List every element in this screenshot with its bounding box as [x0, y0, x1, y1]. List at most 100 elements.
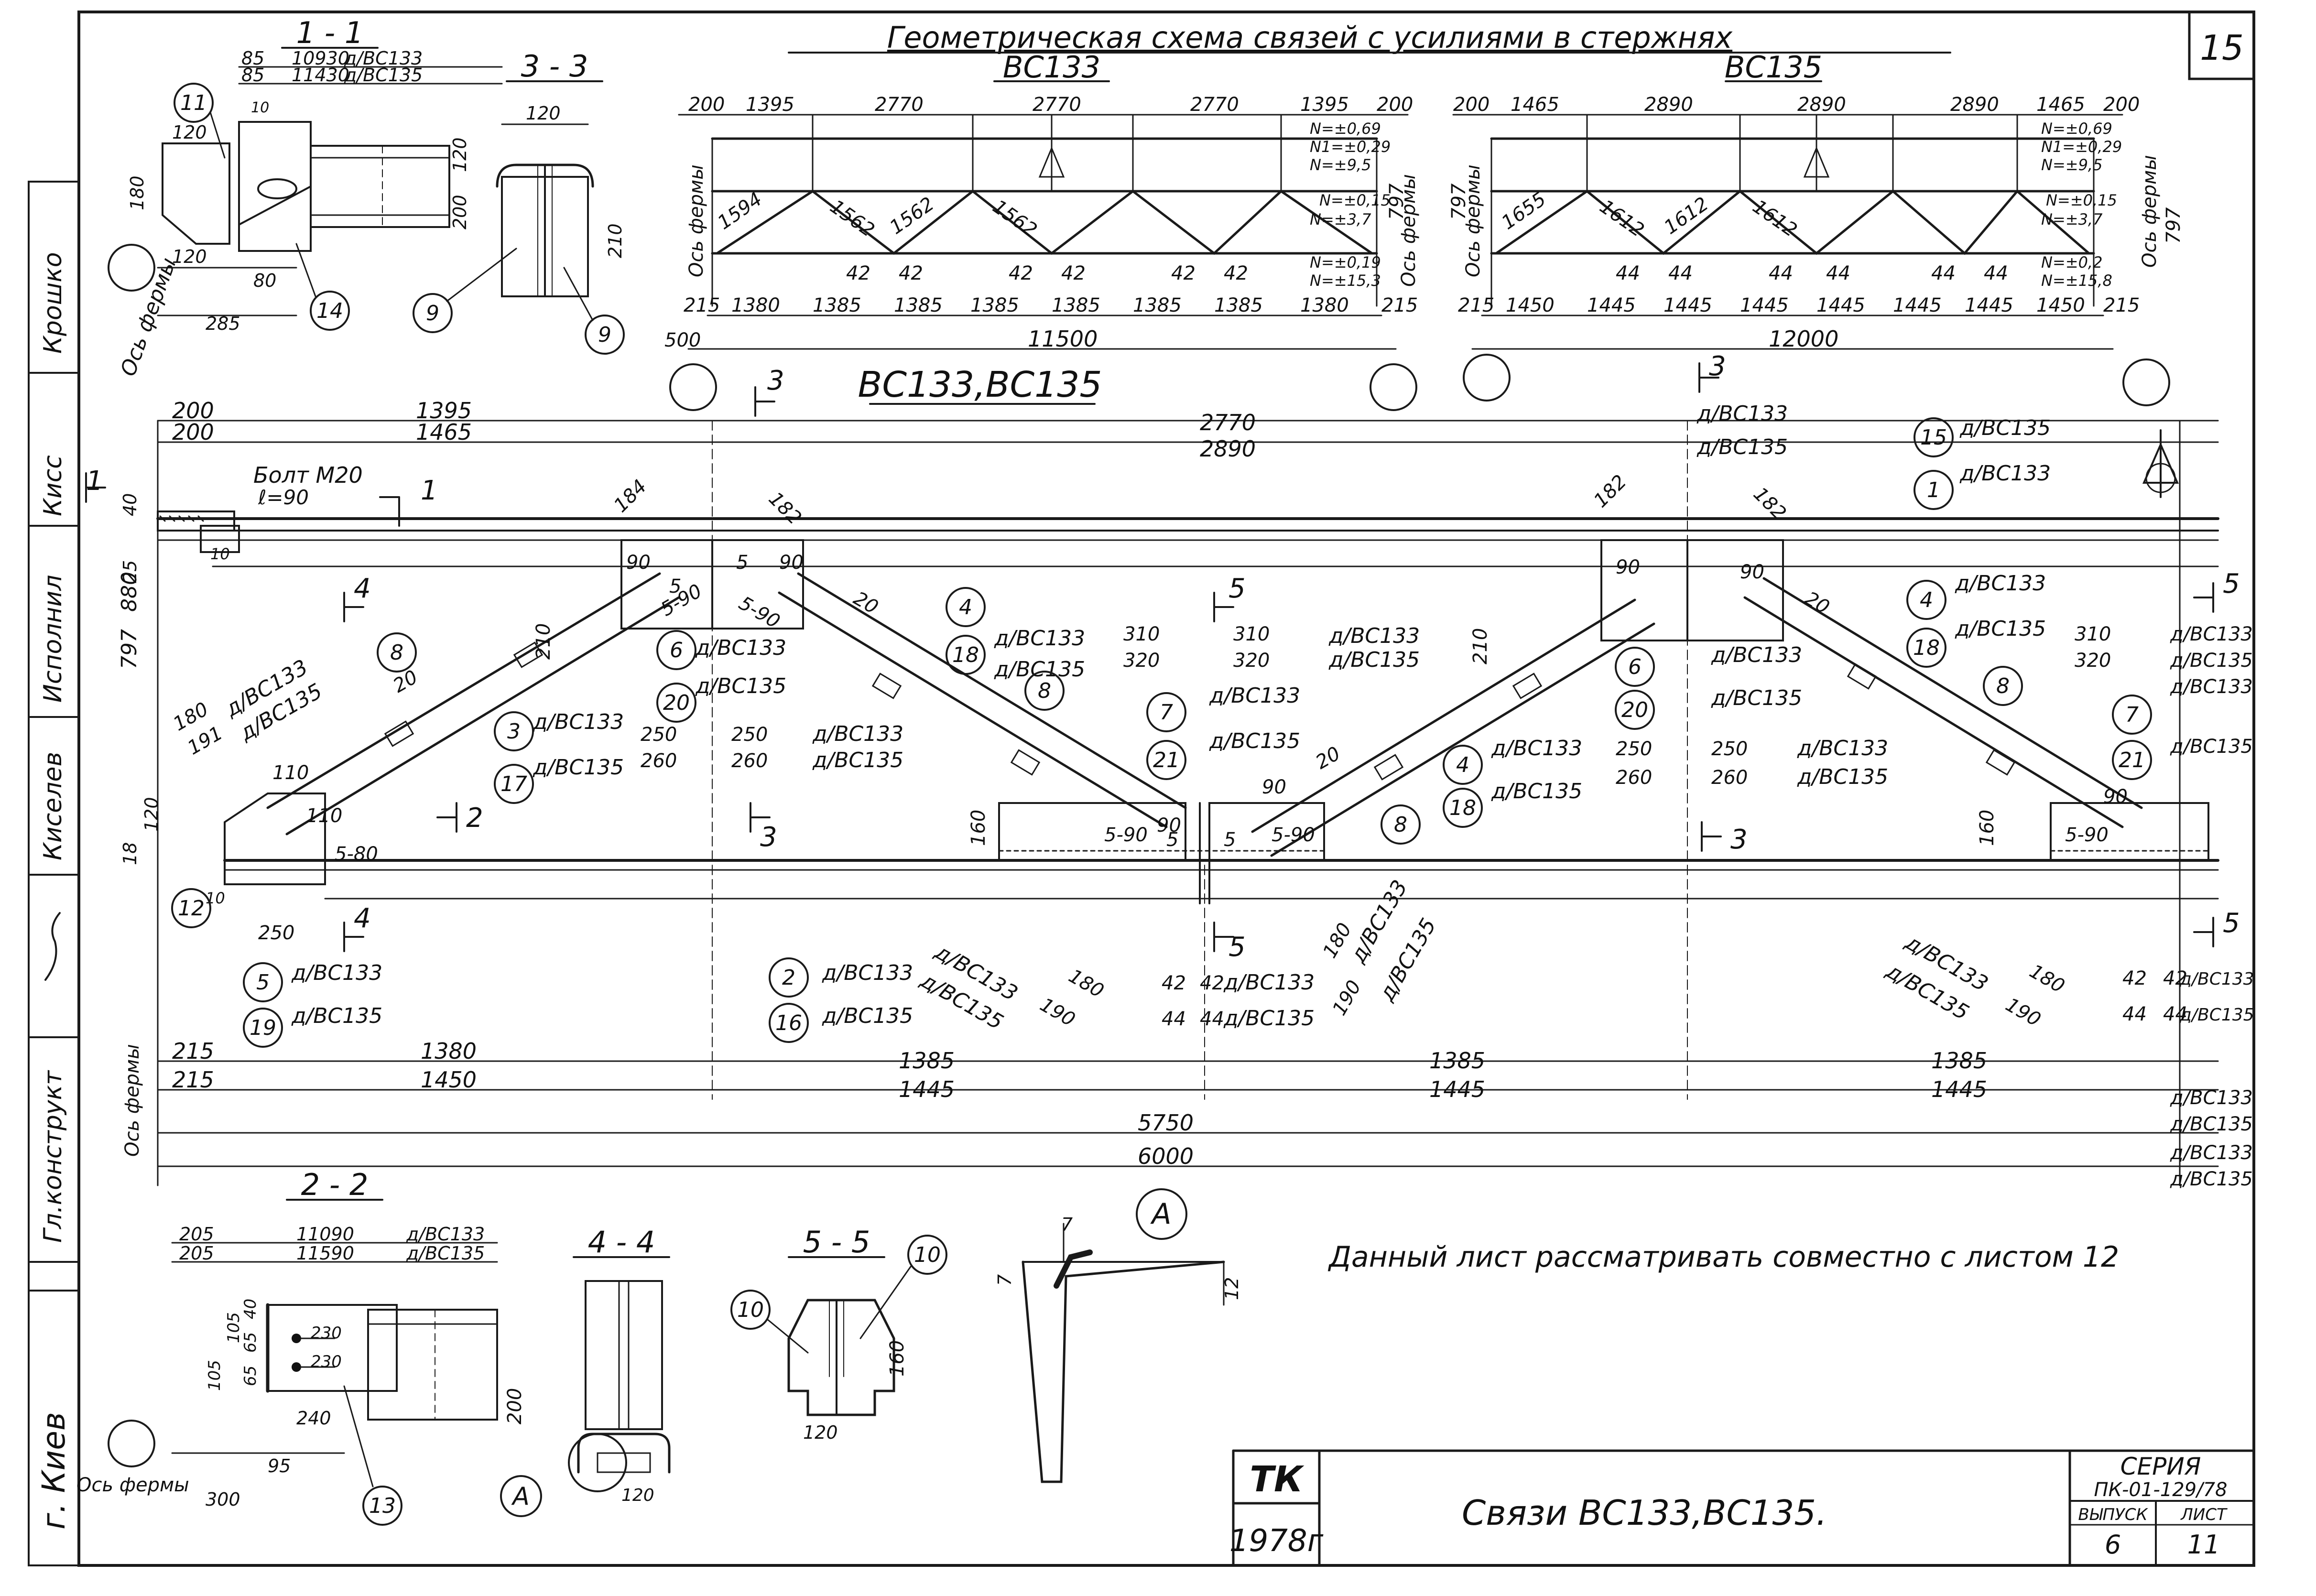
svg-text:7: 7 — [994, 1274, 1015, 1286]
svg-text:320: 320 — [1233, 650, 1270, 672]
svg-text:10: 10 — [737, 1298, 764, 1322]
svg-text:205: 205 — [179, 1224, 214, 1245]
svg-text:5: 5 — [2223, 908, 2240, 939]
svg-text:2770: 2770 — [1200, 410, 1256, 435]
svg-text:1445: 1445 — [1931, 1076, 1987, 1102]
section-2-2: 2 - 2 — [171, 1167, 498, 1454]
svg-text:120: 120 — [141, 797, 162, 832]
svg-text:5: 5 — [1166, 829, 1178, 851]
series-value: ПК-01-129/78 — [2094, 1479, 2228, 1501]
svg-text:N=±0,15: N=±0,15 — [1319, 191, 1391, 209]
svg-text:1380: 1380 — [731, 294, 780, 316]
svg-text:320: 320 — [1123, 650, 1160, 672]
section-4-4: 4 - 4 120 — [568, 1225, 671, 1505]
svg-text:40: 40 — [241, 1299, 260, 1319]
svg-text:5-90: 5-90 — [1104, 824, 1148, 846]
svg-text:2770: 2770 — [1033, 94, 1081, 116]
svg-text:260: 260 — [731, 750, 768, 772]
svg-text:19: 19 — [250, 1016, 276, 1040]
scheme-right-title: ВС135 — [1725, 50, 1822, 85]
svg-text:44: 44 — [1826, 262, 1850, 284]
svg-text:д/ВС135: д/ВС135 — [1209, 729, 1300, 753]
svg-text:д/ВС135: д/ВС135 — [812, 748, 903, 772]
svg-text:42: 42 — [899, 262, 923, 284]
svg-text:42: 42 — [1171, 262, 1196, 284]
svg-text:8: 8 — [1038, 679, 1051, 703]
svg-text:105: 105 — [224, 1312, 243, 1343]
svg-text:д/ВС133: д/ВС133 — [812, 722, 903, 746]
svg-text:5: 5 — [2223, 568, 2240, 599]
svg-text:1385: 1385 — [970, 294, 1019, 316]
svg-text:90: 90 — [1262, 776, 1286, 798]
stamp-year: 1978г — [1229, 1523, 1324, 1559]
svg-text:д/ВС135: д/ВС135 — [1797, 765, 1888, 789]
svg-text:300: 300 — [206, 1489, 240, 1510]
svg-text:44: 44 — [2122, 1003, 2147, 1025]
svg-text:1395: 1395 — [416, 398, 472, 423]
svg-text:N=±0,2: N=±0,2 — [2041, 253, 2102, 271]
svg-text:880: 880 — [117, 572, 141, 612]
svg-text:5-80: 5-80 — [335, 843, 378, 865]
svg-text:80: 80 — [253, 270, 276, 291]
svg-text:N=±9,5: N=±9,5 — [1310, 156, 1371, 174]
svg-text:5-90: 5-90 — [735, 592, 784, 633]
svg-text:д/ВС133: д/ВС133 — [344, 48, 423, 69]
svg-text:12: 12 — [178, 896, 205, 921]
svg-text:310: 310 — [1233, 623, 1270, 645]
svg-text:200: 200 — [1453, 94, 1490, 116]
svg-text:42: 42 — [846, 262, 870, 284]
svg-text:44: 44 — [1162, 1008, 1186, 1030]
section-cut-marks: 1 1 3 3 3 3 4 4 2 5 5 5 5 — [85, 351, 2240, 963]
svg-text:120: 120 — [449, 137, 470, 172]
svg-text:1612: 1612 — [1660, 193, 1713, 239]
svg-text:210: 210 — [533, 623, 555, 660]
svg-text:д/ВС133: д/ВС133 — [2179, 969, 2254, 989]
svg-text:д/ВС135: д/ВС135 — [994, 657, 1085, 682]
svg-text:9: 9 — [598, 323, 611, 347]
svg-text:2890: 2890 — [1644, 94, 1693, 116]
svg-text:д/ВС135: д/ВС135 — [2179, 1005, 2254, 1025]
svg-text:190: 190 — [1328, 977, 1366, 1019]
main-truss — [156, 429, 2219, 904]
svg-text:ℓ=90: ℓ=90 — [258, 486, 309, 509]
svg-text:6: 6 — [1628, 655, 1642, 679]
svg-text:11090: 11090 — [296, 1224, 354, 1245]
scheme-left-dims: 200 1395 2770 2770 2770 1395 200 215 138… — [664, 94, 1420, 352]
svg-text:250: 250 — [258, 922, 294, 944]
detail-a: А 7 7 12 — [994, 1188, 1242, 1483]
svg-text:20: 20 — [850, 587, 882, 619]
svg-text:д/ВС135: д/ВС135 — [2170, 736, 2253, 758]
svg-text:д/ВС133: д/ВС133 — [1959, 461, 2051, 486]
svg-text:1465: 1465 — [416, 419, 472, 445]
sidebar-label: Киселев — [39, 752, 67, 860]
svg-text:200: 200 — [172, 398, 214, 423]
svg-text:5: 5 — [1224, 829, 1236, 851]
svg-text:215: 215 — [1458, 294, 1494, 316]
svg-text:15: 15 — [1920, 425, 1947, 450]
svg-text:N=±0,69: N=±0,69 — [1310, 119, 1381, 138]
sheet-frame — [28, 11, 2255, 1567]
svg-text:2770: 2770 — [875, 94, 924, 116]
svg-text:N=±3,7: N=±3,7 — [1310, 210, 1371, 228]
svg-text:д/ВС133: д/ВС133 — [1209, 684, 1300, 708]
svg-text:д/ВС135: д/ВС135 — [2170, 650, 2253, 672]
svg-text:14: 14 — [316, 299, 343, 323]
svg-text:1385: 1385 — [899, 1048, 955, 1074]
svg-text:44: 44 — [1931, 262, 1956, 284]
svg-text:6000: 6000 — [1138, 1143, 1194, 1169]
svg-text:42: 42 — [2163, 967, 2187, 989]
series-label: СЕРИЯ — [2120, 1453, 2201, 1480]
svg-text:5: 5 — [1229, 573, 1246, 604]
section-3-3: 3 - 3 120 210 9 9 — [413, 49, 626, 355]
svg-text:230: 230 — [311, 1324, 342, 1343]
svg-text:21: 21 — [2119, 748, 2145, 772]
svg-text:260: 260 — [641, 750, 677, 772]
svg-text:N=±0,69: N=±0,69 — [2041, 119, 2112, 138]
svg-text:1562: 1562 — [989, 195, 1041, 241]
svg-text:1385: 1385 — [1052, 294, 1100, 316]
svg-text:215: 215 — [1381, 294, 1418, 316]
svg-text:д/ВС133: д/ВС133 — [2170, 623, 2253, 645]
svg-text:210: 210 — [605, 223, 626, 258]
svg-text:182: 182 — [1589, 471, 1631, 512]
svg-text:797: 797 — [117, 629, 141, 669]
